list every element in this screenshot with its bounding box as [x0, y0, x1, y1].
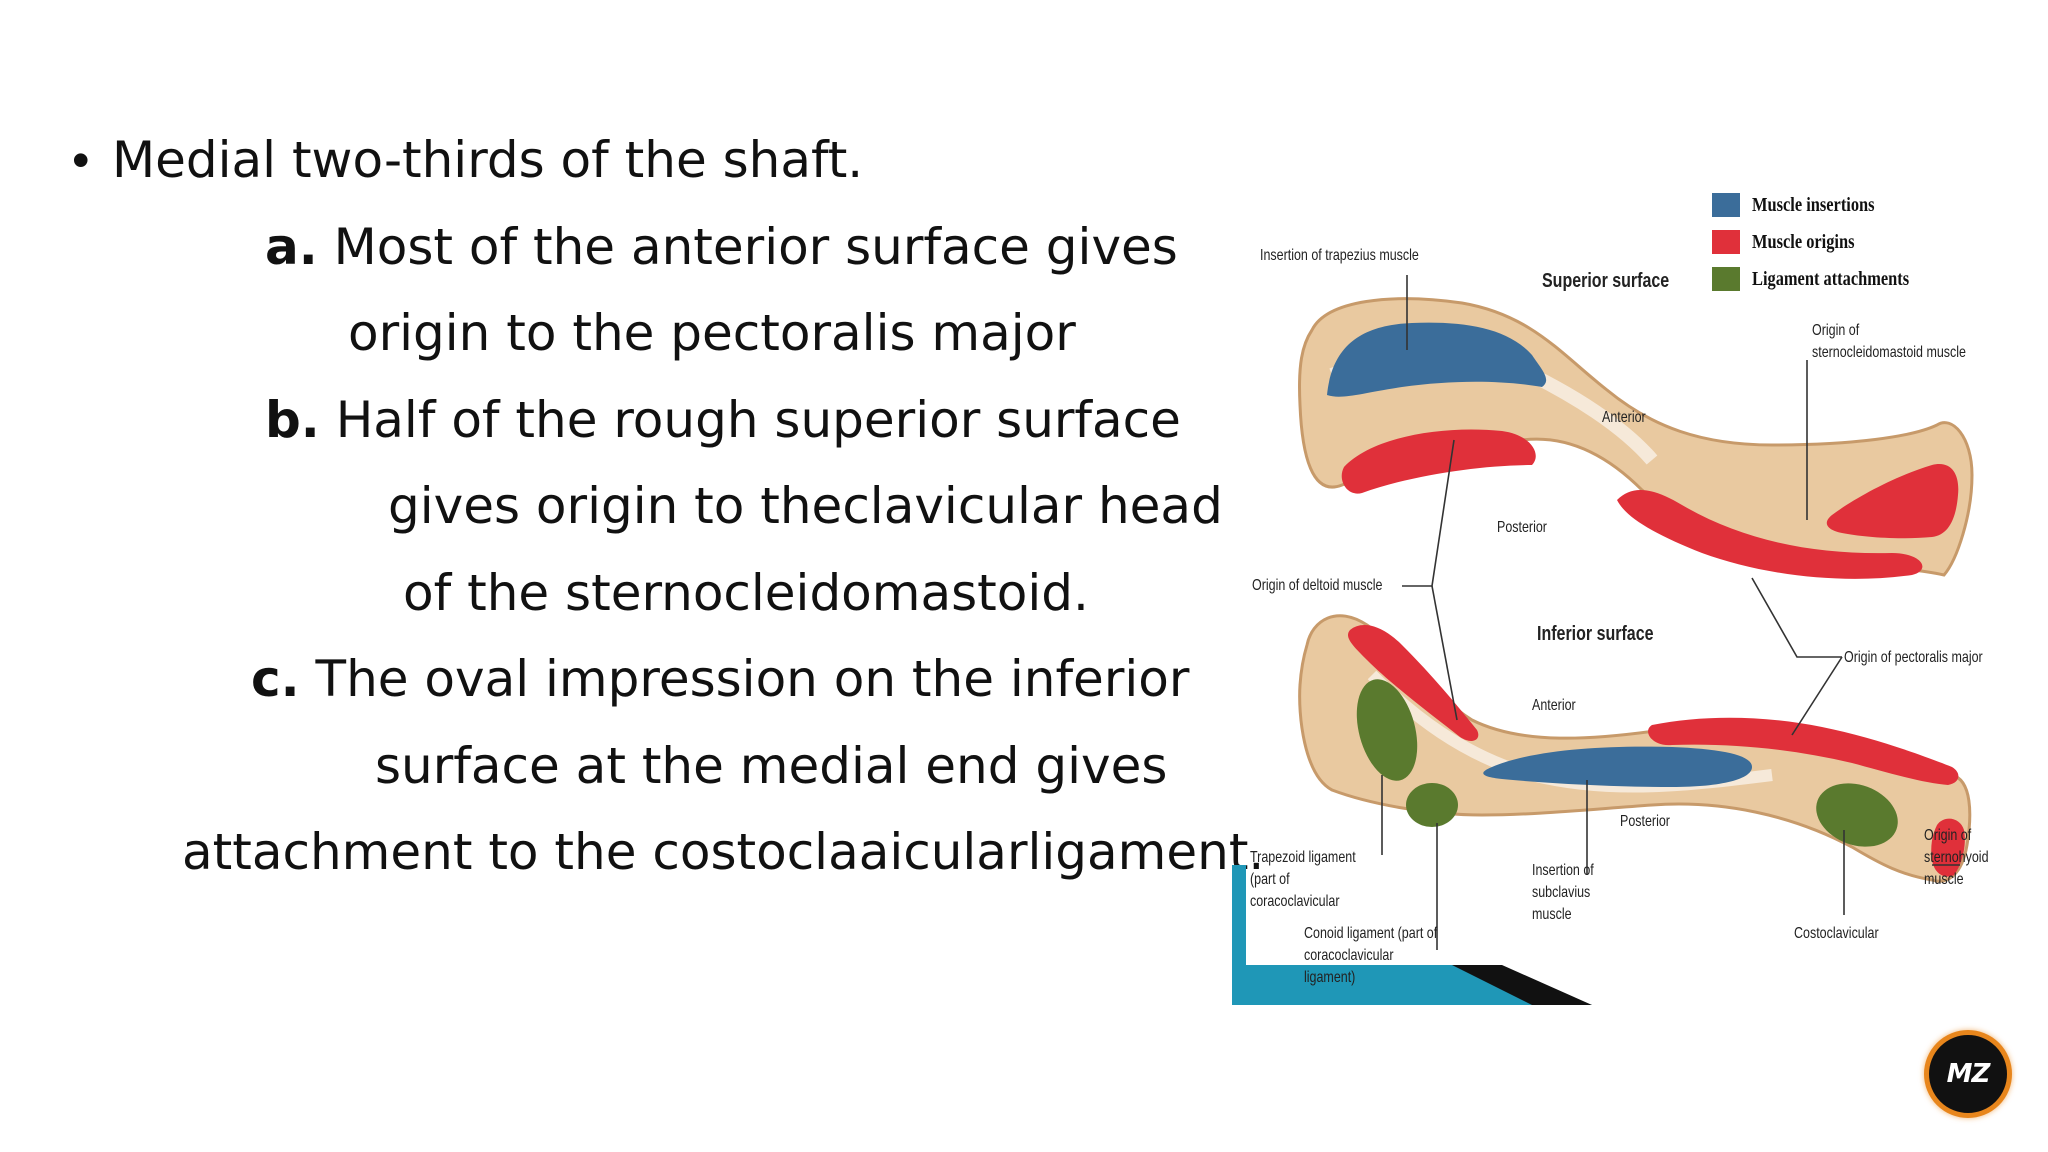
bullet-marker: • — [72, 132, 90, 188]
bottom-origin-sternohyoid — [1931, 818, 1965, 877]
leader-lines — [1381, 275, 1960, 950]
legend-swatch-ligaments — [1712, 267, 1740, 291]
black-corner-stripe — [1452, 965, 1592, 1005]
clavicle-diagram: Muscle insertions Muscle origins Ligamen… — [1232, 175, 2048, 1005]
label-insertion-trapezius: Insertion of trapezius muscle — [1260, 247, 1419, 264]
top-origin-deltoid — [1341, 429, 1536, 494]
label-origin-deltoid: Origin of deltoid muscle — [1252, 577, 1383, 594]
line-medial-two-thirds: Medial two-thirds of the shaft. — [112, 131, 864, 189]
point-b-line-3: of the sternocleidomastoid. — [403, 564, 1089, 622]
label-origin-scm: Origin of sternocleidomastoid muscle — [1812, 322, 1966, 361]
label-superior-surface: Superior surface — [1542, 270, 1670, 292]
label-inferior-surface: Inferior surface — [1537, 623, 1654, 645]
mz-logo-mark: MZ — [1946, 1059, 1991, 1089]
top-origin-scm — [1826, 464, 1959, 539]
point-a-text: Most of the anterior surface gives — [317, 218, 1178, 276]
legend-swatch-insertions — [1712, 193, 1740, 217]
label-costoclavicular: Costoclavicular — [1794, 925, 1879, 942]
legend-muscle-insertions: Muscle insertions — [1712, 193, 1901, 217]
point-c-line-3: attachment to the costoclaaicularligamen… — [182, 823, 1265, 881]
point-b-line-1: b. Half of the rough superior surface — [265, 390, 1181, 450]
top-insertion-trapezius — [1327, 322, 1547, 397]
legend-label-origins: Muscle origins — [1752, 230, 1855, 253]
bottom-trapezoid-ligament — [1356, 679, 1418, 781]
mz-logo: MZ — [1924, 1030, 2012, 1118]
bottom-costoclavicular-ligament — [1816, 783, 1898, 847]
point-b-text: Half of the rough superior surface — [319, 391, 1181, 449]
point-a-marker: a. — [265, 218, 318, 276]
clavicle-illustration — [1232, 275, 1974, 1005]
point-c-line-2: surface at the medial end gives — [375, 737, 1168, 795]
bottom-conoid-ligament — [1406, 783, 1458, 827]
label-posterior-bottom: Posterior — [1620, 813, 1670, 830]
top-origin-pectoralis — [1617, 489, 1923, 579]
bottom-origin-deltoid — [1347, 625, 1479, 741]
legend-ligament-attachments: Ligament attachments — [1712, 267, 1944, 291]
label-anterior-top: Anterior — [1602, 409, 1646, 426]
label-posterior-top: Posterior — [1497, 519, 1547, 536]
legend-label-insertions: Muscle insertions — [1752, 193, 1875, 216]
label-origin-pectoralis: Origin of pectoralis major — [1844, 649, 1983, 666]
label-conoid-ligament: Conoid ligament (part of coracoclavicula… — [1304, 925, 1438, 986]
label-trapezoid-ligament: Trapezoid ligament (part of coracoclavic… — [1250, 849, 1356, 910]
point-a-line-2: origin to the pectoralis major — [348, 304, 1076, 362]
point-b-line-2: gives origin to theclavicular head — [388, 477, 1223, 535]
point-c-line-1: c. The oval impression on the inferior — [251, 649, 1189, 709]
bottom-insertion-subclavius — [1483, 746, 1752, 787]
label-anterior-bottom: Anterior — [1532, 697, 1576, 714]
label-insertion-subclavius: Insertion of subclavius muscle — [1532, 862, 1594, 923]
legend-muscle-origins: Muscle origins — [1712, 230, 1877, 254]
legend-swatch-origins — [1712, 230, 1740, 254]
label-origin-sternohyoid: Origin of sternohyoid muscle — [1924, 827, 1989, 888]
point-b-marker: b. — [265, 391, 320, 449]
point-a-line-1: a. Most of the anterior surface gives — [265, 217, 1178, 277]
legend-label-ligaments: Ligament attachments — [1752, 267, 1910, 290]
point-c-text: The oval impression on the inferior — [299, 650, 1190, 708]
bottom-origin-pectoralis — [1648, 717, 1959, 785]
point-c-marker: c. — [251, 650, 300, 708]
